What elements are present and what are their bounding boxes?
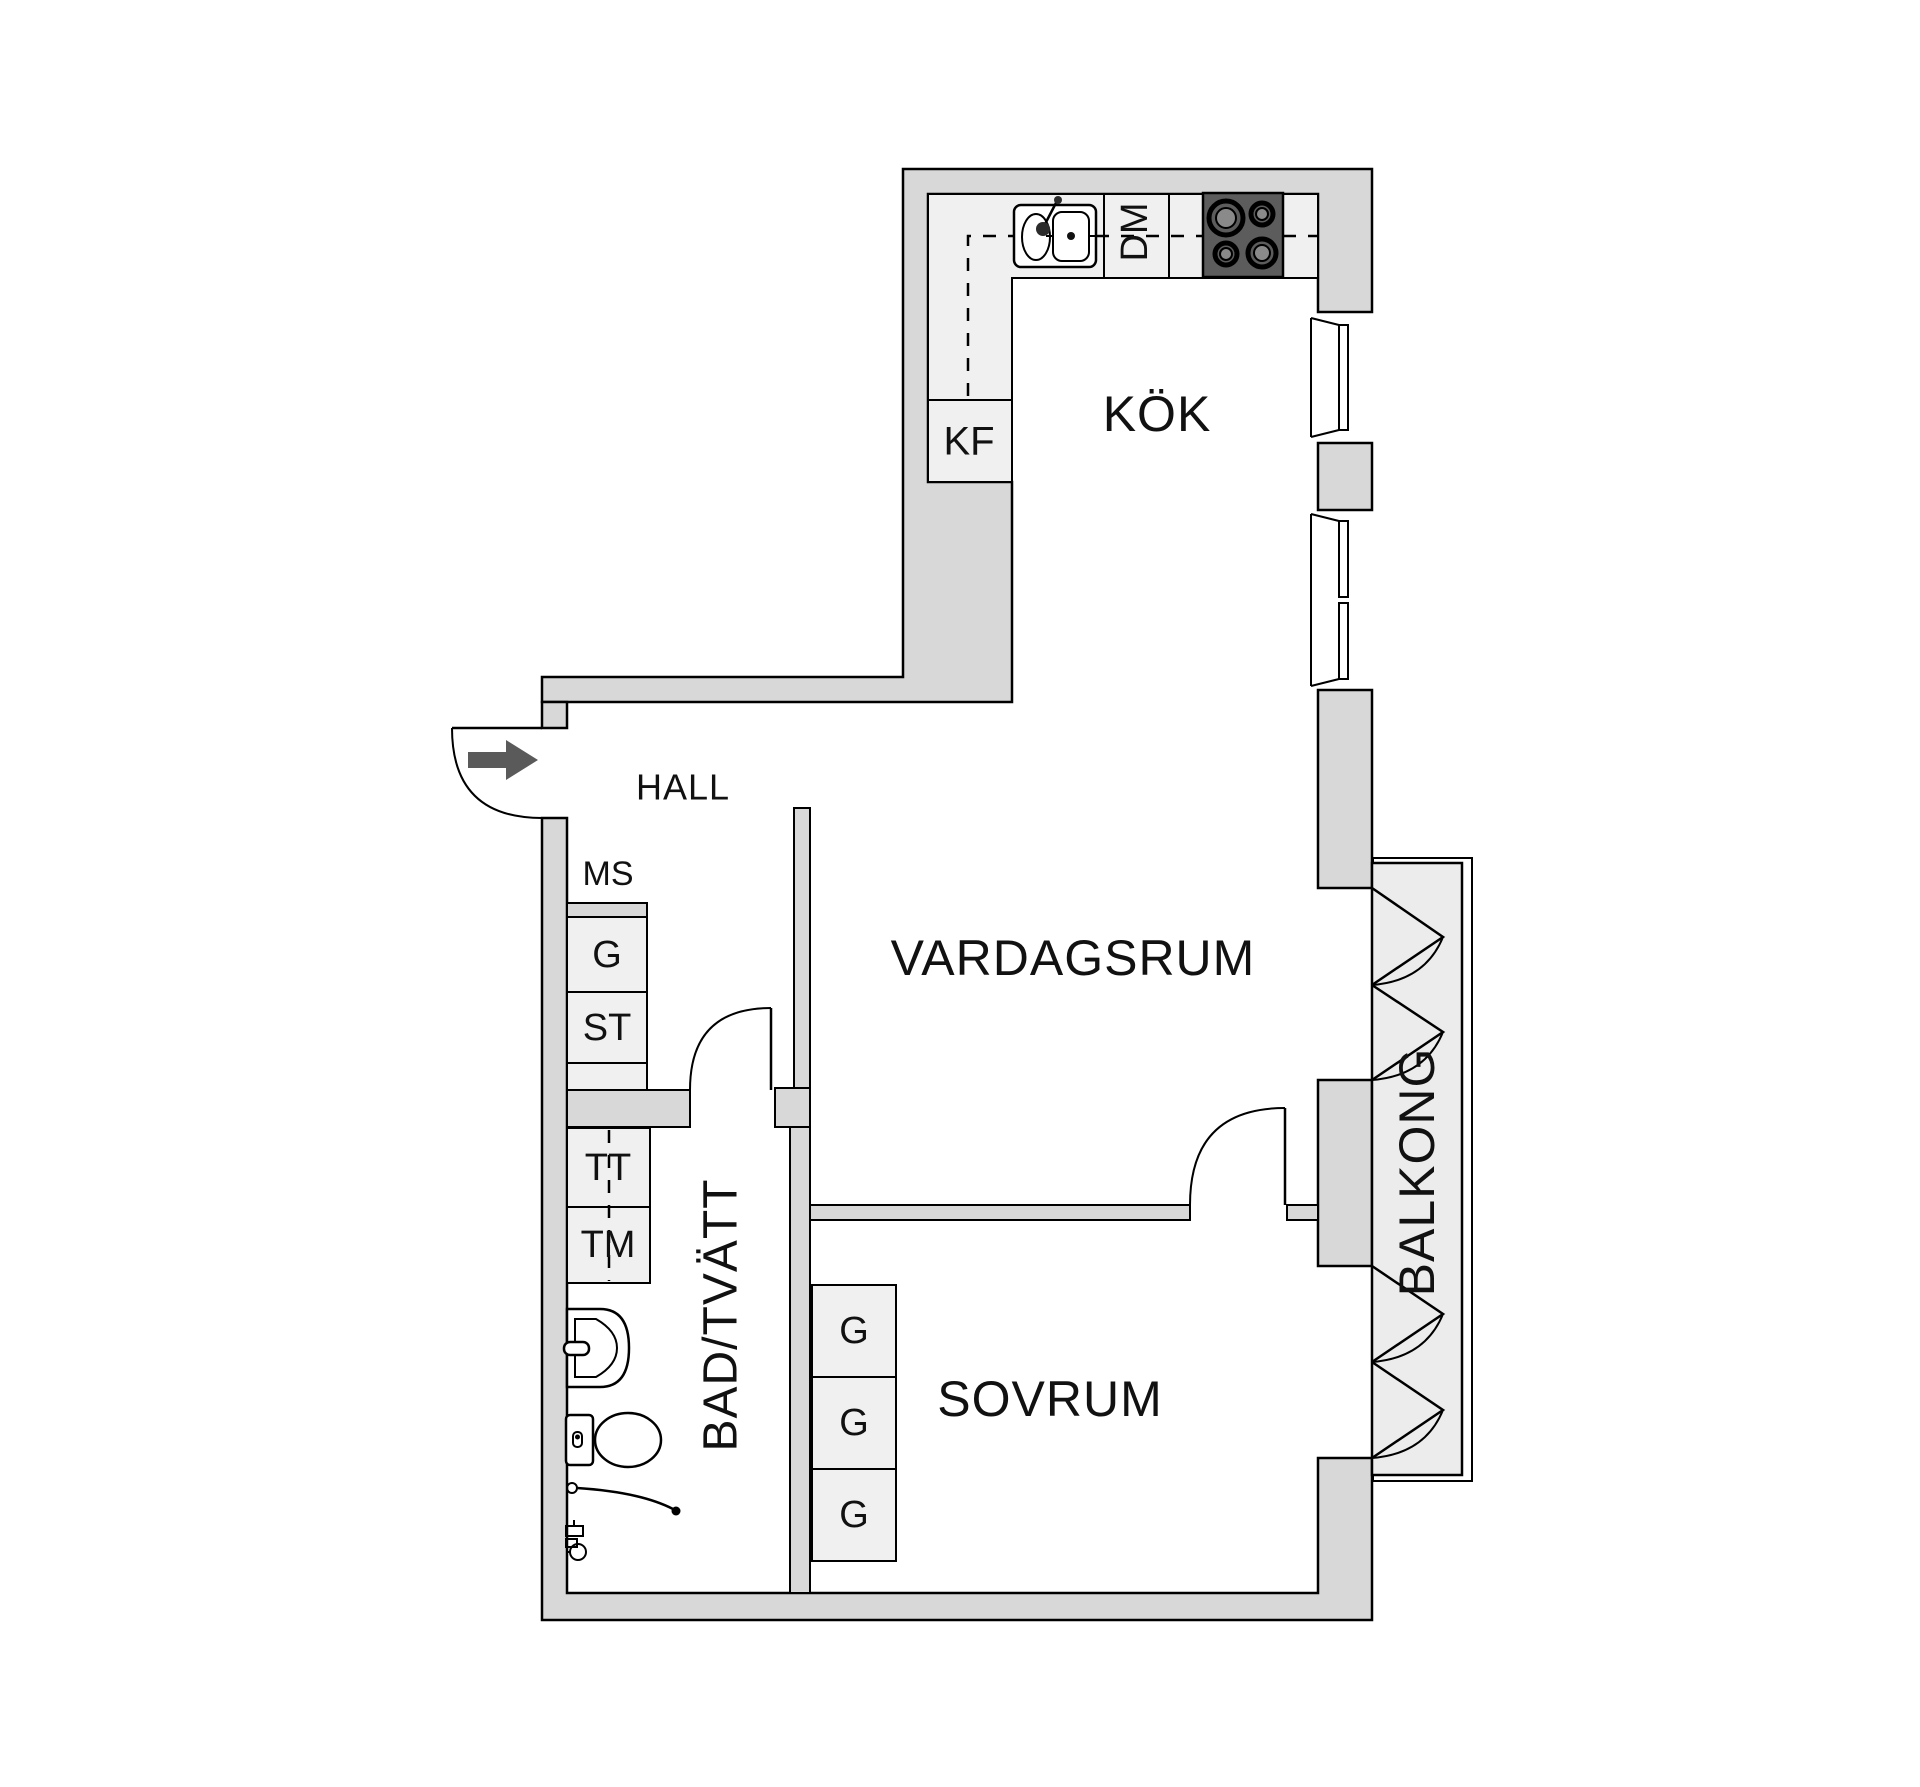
windows — [1310, 317, 1349, 687]
sovrum-closets — [811, 1284, 897, 1562]
wall-lower-ring — [540, 816, 1374, 1622]
closet-small-box — [566, 1062, 648, 1091]
kitchen-counter — [927, 191, 1319, 483]
counter-dashed-line — [966, 234, 1014, 396]
room-label-vardagsrum: VARDAGSRUM — [891, 930, 1256, 986]
label-kf: KF — [943, 420, 994, 464]
entrance-door — [451, 726, 543, 819]
wall-sovrum-door-tab — [1286, 1204, 1319, 1221]
kitchen-window-1-icon — [1310, 317, 1349, 438]
label-dm: DM — [1114, 202, 1156, 261]
label-sovrum-closet-1: G — [839, 1310, 869, 1352]
shower-icon — [566, 1482, 681, 1516]
bathroom-door — [689, 1007, 773, 1091]
doors — [451, 726, 1287, 1206]
room-label-hall: HALL — [636, 767, 730, 808]
closet-st-box — [566, 991, 648, 1064]
wall-right-pier-1 — [1316, 441, 1374, 512]
kitchen-window-2-icon — [1310, 513, 1349, 687]
wall-entrance-stub — [540, 700, 569, 730]
wall-bath-sovrum — [789, 1126, 811, 1594]
sovrum-door — [1189, 1107, 1287, 1206]
balcony-glazing-icon — [1371, 886, 1446, 1460]
closet-g-box — [566, 916, 648, 993]
label-sovrum-closet-3: G — [839, 1494, 869, 1536]
ms-cabinet-strip — [566, 902, 648, 918]
label-st: ST — [583, 1007, 632, 1049]
wall-bath-door-post — [774, 1087, 811, 1128]
kitchen-sink-icon — [1012, 196, 1098, 269]
sovrum-closet-1 — [811, 1284, 897, 1378]
wall-hall-vardagsrum — [793, 807, 811, 1091]
wall-right-pier-3 — [1316, 1078, 1374, 1268]
room-label-sovrum: SOVRUM — [937, 1371, 1162, 1427]
room-label-bad-tvatt: BAD/TVÄTT — [695, 1178, 748, 1451]
bathroom-sink-icon — [562, 1307, 631, 1389]
room-label-kok: KÖK — [1103, 386, 1212, 442]
sovrum-closet-2 — [811, 1376, 897, 1470]
hall-closets — [566, 916, 648, 1091]
room-label-balkong: BALKONG — [1389, 1048, 1445, 1297]
sovrum-closet-3 — [811, 1468, 897, 1562]
bathroom-fixtures — [562, 1127, 681, 1561]
label-sovrum-closet-2: G — [839, 1402, 869, 1444]
interior-walls — [566, 807, 1319, 1594]
balcony — [1370, 857, 1473, 1482]
fridge-freezer-box — [927, 399, 1013, 483]
label-g: G — [592, 934, 622, 976]
toilet-icon — [564, 1411, 663, 1469]
wall-right-pier-2 — [1316, 688, 1374, 890]
washer-box — [566, 1206, 651, 1284]
wall-sovrum-top — [809, 1204, 1191, 1221]
entrance-arrow-icon — [468, 740, 538, 780]
floor-drain-icon — [565, 1520, 587, 1561]
labels: KÖK HALL VARDAGSRUM SOVRUM BALKONG BAD/T… — [581, 202, 1446, 1536]
label-tt: TT — [585, 1147, 631, 1189]
stove-icon — [1201, 191, 1285, 279]
wall-bath-top — [566, 1089, 691, 1128]
label-ms: MS — [583, 855, 634, 893]
label-tm: TM — [581, 1224, 636, 1266]
